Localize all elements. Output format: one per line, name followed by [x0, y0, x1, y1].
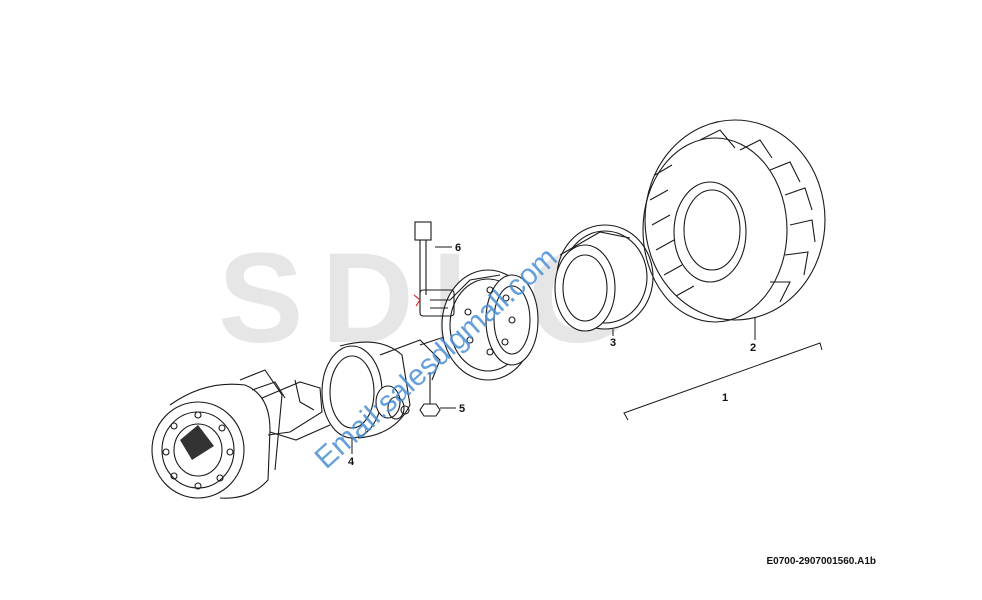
callout-1: 1	[722, 392, 728, 404]
callout-6: 6	[455, 242, 461, 254]
tire	[642, 119, 826, 323]
callout-5: 5	[459, 403, 465, 415]
bolt	[414, 221, 432, 295]
leader-lines	[351, 246, 823, 454]
reference-code: E0700-2907001560.A1b	[766, 556, 876, 567]
axle-assembly	[151, 269, 539, 499]
rim	[554, 224, 654, 332]
callout-4: 4	[348, 456, 355, 468]
left-hub	[151, 369, 283, 499]
axle-housing	[251, 379, 331, 441]
nut	[419, 372, 441, 417]
callout-3: 3	[610, 337, 616, 349]
callout-2: 2	[750, 342, 756, 354]
differential-housing	[321, 334, 461, 439]
caliper	[413, 289, 455, 317]
right-hub	[441, 269, 539, 381]
